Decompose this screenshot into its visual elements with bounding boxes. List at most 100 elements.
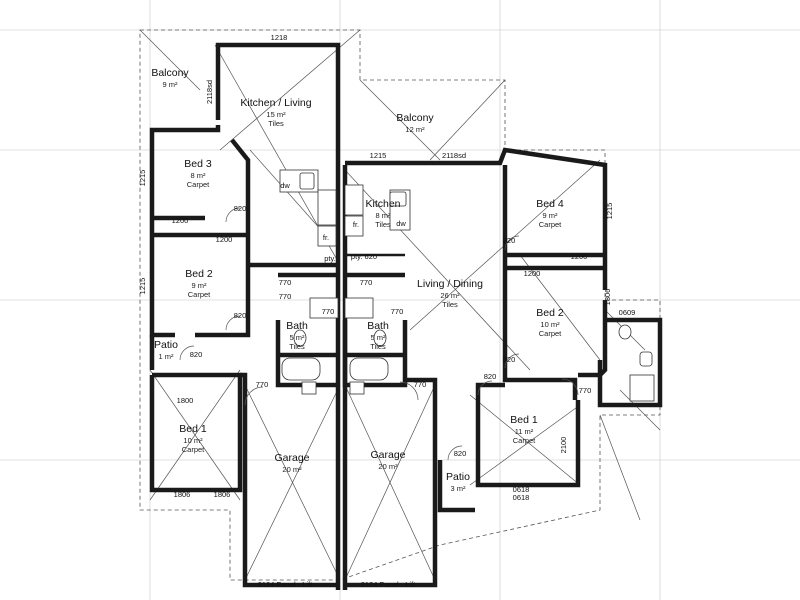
room-name: Kitchen / Living bbox=[240, 97, 311, 109]
dimension-label: 2124 Panel - Lift bbox=[361, 580, 417, 589]
room-area: 12 m² bbox=[405, 125, 425, 134]
dimension-label: 820 bbox=[484, 372, 497, 381]
room-name: Garage bbox=[370, 449, 405, 461]
dimension-label: 820 bbox=[454, 449, 467, 458]
dimension-label: pty. bbox=[324, 254, 336, 263]
dimension-label: dw bbox=[396, 219, 406, 228]
room-finish: Tiles bbox=[375, 220, 391, 229]
room-area: 3 m² bbox=[451, 484, 467, 493]
room-area: 9 m² bbox=[543, 211, 559, 220]
dimension-label: 1215 bbox=[370, 151, 387, 160]
dimension-label: 770 bbox=[414, 380, 427, 389]
dimension-labels: 1218 2118sd 1215 1215 820 1200 1200 820 dw fr. pty… bbox=[138, 33, 635, 589]
dimension-label: 820 bbox=[190, 350, 203, 359]
dimension-label: 1200 bbox=[524, 269, 541, 278]
dimension-label: 820 bbox=[234, 204, 247, 213]
door-swings bbox=[179, 207, 579, 461]
dimension-label: 770 bbox=[322, 307, 335, 316]
room-finish: Carpet bbox=[513, 436, 536, 445]
room-name: Bed 4 bbox=[536, 198, 564, 210]
room-area: 20 m² bbox=[282, 465, 302, 474]
room-name: Bed 1 bbox=[510, 414, 538, 426]
room-finish: Carpet bbox=[539, 220, 562, 229]
dimension-label: 1200 bbox=[216, 235, 233, 244]
dimension-label: 1215 bbox=[138, 170, 147, 187]
dimension-label: 1215 bbox=[138, 278, 147, 295]
dimension-label: 770 bbox=[391, 307, 404, 316]
dimension-label: pty. 620 bbox=[351, 252, 377, 261]
dimension-label: 1806 bbox=[214, 490, 231, 499]
room-area: 5 m² bbox=[371, 333, 387, 342]
dimension-label: 1215 bbox=[605, 203, 614, 220]
room-finish: Carpet bbox=[187, 180, 210, 189]
room-finish: Tiles bbox=[268, 119, 284, 128]
room-finish: Carpet bbox=[182, 445, 205, 454]
roof-outline bbox=[139, 29, 661, 581]
room-finish: Tiles bbox=[442, 300, 458, 309]
dimension-label: 770 bbox=[256, 380, 269, 389]
room-area: 1 m² bbox=[159, 352, 175, 361]
room-area: 11 m² bbox=[515, 427, 534, 436]
dimension-label: 1200 bbox=[172, 216, 189, 225]
dimension-label: 770 bbox=[360, 278, 373, 287]
dimension-label: 1218 bbox=[271, 33, 288, 42]
room-finish: Carpet bbox=[539, 329, 562, 338]
room-name: Bed 2 bbox=[536, 307, 564, 319]
dimension-label: fr. bbox=[353, 220, 359, 229]
dimension-label: 2118sd bbox=[205, 80, 214, 104]
room-name: Balcony bbox=[151, 67, 189, 79]
dimension-label: 1806 bbox=[603, 289, 612, 306]
room-name: Bed 1 bbox=[179, 423, 207, 435]
dimension-label: 1806 bbox=[174, 490, 191, 499]
room-name: Bath bbox=[367, 320, 389, 332]
dimension-label: 820 bbox=[503, 236, 516, 245]
dimension-label: fr. bbox=[323, 233, 329, 242]
room-finish: Tiles bbox=[370, 342, 386, 351]
fixtures bbox=[279, 169, 655, 402]
dimension-label: 2118sd bbox=[442, 151, 466, 160]
dimension-label: 0609 bbox=[619, 308, 636, 317]
dimension-label: dw bbox=[280, 181, 290, 190]
room-name: Bed 2 bbox=[185, 268, 213, 280]
room-name: Bath bbox=[286, 320, 308, 332]
dimension-label: 820 bbox=[234, 311, 247, 320]
room-area: 26 m² bbox=[440, 291, 460, 300]
room-area: 5 m² bbox=[290, 333, 306, 342]
room-area: 9 m² bbox=[192, 281, 208, 290]
room-name: Patio bbox=[154, 339, 178, 351]
dimension-label: 0618 bbox=[513, 493, 530, 502]
room-name: Balcony bbox=[396, 112, 434, 124]
dimension-label: 770 bbox=[579, 386, 592, 395]
dimension-label: 1200 bbox=[571, 252, 588, 261]
room-area: 15 m² bbox=[266, 110, 286, 119]
room-name: Living / Dining bbox=[417, 278, 483, 290]
room-name: Kitchen bbox=[365, 198, 400, 210]
dimension-label: 770 bbox=[279, 278, 292, 287]
room-name: Garage bbox=[274, 452, 309, 464]
room-finish: Tiles bbox=[289, 342, 305, 351]
room-finish: Carpet bbox=[188, 290, 211, 299]
room-area: 10 m² bbox=[183, 436, 203, 445]
dimension-label: 1800 bbox=[177, 396, 194, 405]
room-name: Patio bbox=[446, 471, 470, 483]
